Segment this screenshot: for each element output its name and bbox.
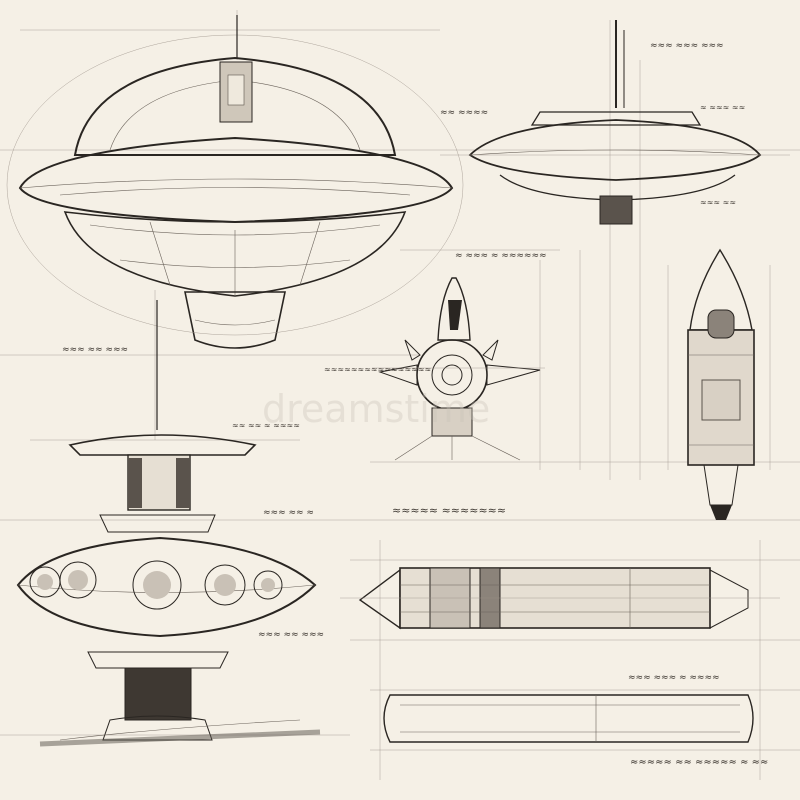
annotation-text: ≈≈ ≈≈ ≈ ≈≈≈≈ bbox=[232, 421, 300, 430]
annotation-text: ≈≈≈≈≈ ≈≈≈≈≈≈≈ bbox=[392, 504, 506, 517]
annotation-text: ≈≈≈ ≈≈ ≈≈≈ bbox=[62, 345, 128, 355]
rocket-front-view bbox=[372, 277, 545, 461]
saucer-tower-portholes bbox=[16, 300, 321, 747]
saucer-flat-side bbox=[440, 20, 790, 225]
annotation-text: ≈≈≈ ≈≈ ≈ bbox=[263, 508, 314, 518]
annotation-text: ≈≈≈≈≈ ≈≈ ≈≈≈≈≈ ≈ ≈≈ bbox=[630, 757, 768, 768]
capsule-flat bbox=[383, 694, 754, 743]
rocket-vertical bbox=[667, 248, 771, 520]
annotation-text: ≈≈≈ ≈≈ ≈≈≈ bbox=[258, 630, 324, 640]
annotation-text: ≈ ≈≈≈ ≈ ≈≈≈≈≈≈ bbox=[455, 251, 547, 261]
annotation-text: ≈≈≈ ≈≈≈ ≈≈≈ bbox=[650, 41, 724, 51]
annotation-text: ≈ ≈≈≈ ≈≈ bbox=[700, 103, 745, 112]
annotation-text: ≈≈ ≈≈≈≈ bbox=[440, 108, 488, 118]
annotation-text: ≈≈≈≈≈≈≈≈≈≈≈≈≈≈≈≈ bbox=[324, 365, 431, 374]
watermark: dreamstime bbox=[262, 387, 490, 431]
saucer-large-domed bbox=[6, 15, 464, 349]
annotations: ≈≈≈ ≈≈≈ ≈≈≈ ≈ ≈≈≈ ≈≈ ≈≈≈ ≈≈ ≈ ≈≈≈ ≈ ≈≈≈≈… bbox=[62, 41, 768, 768]
cylinder-horizontal bbox=[340, 567, 780, 630]
annotation-text: ≈≈≈ ≈≈ bbox=[700, 198, 736, 207]
annotation-text: ≈≈≈ ≈≈≈ ≈ ≈≈≈≈ bbox=[628, 673, 720, 683]
